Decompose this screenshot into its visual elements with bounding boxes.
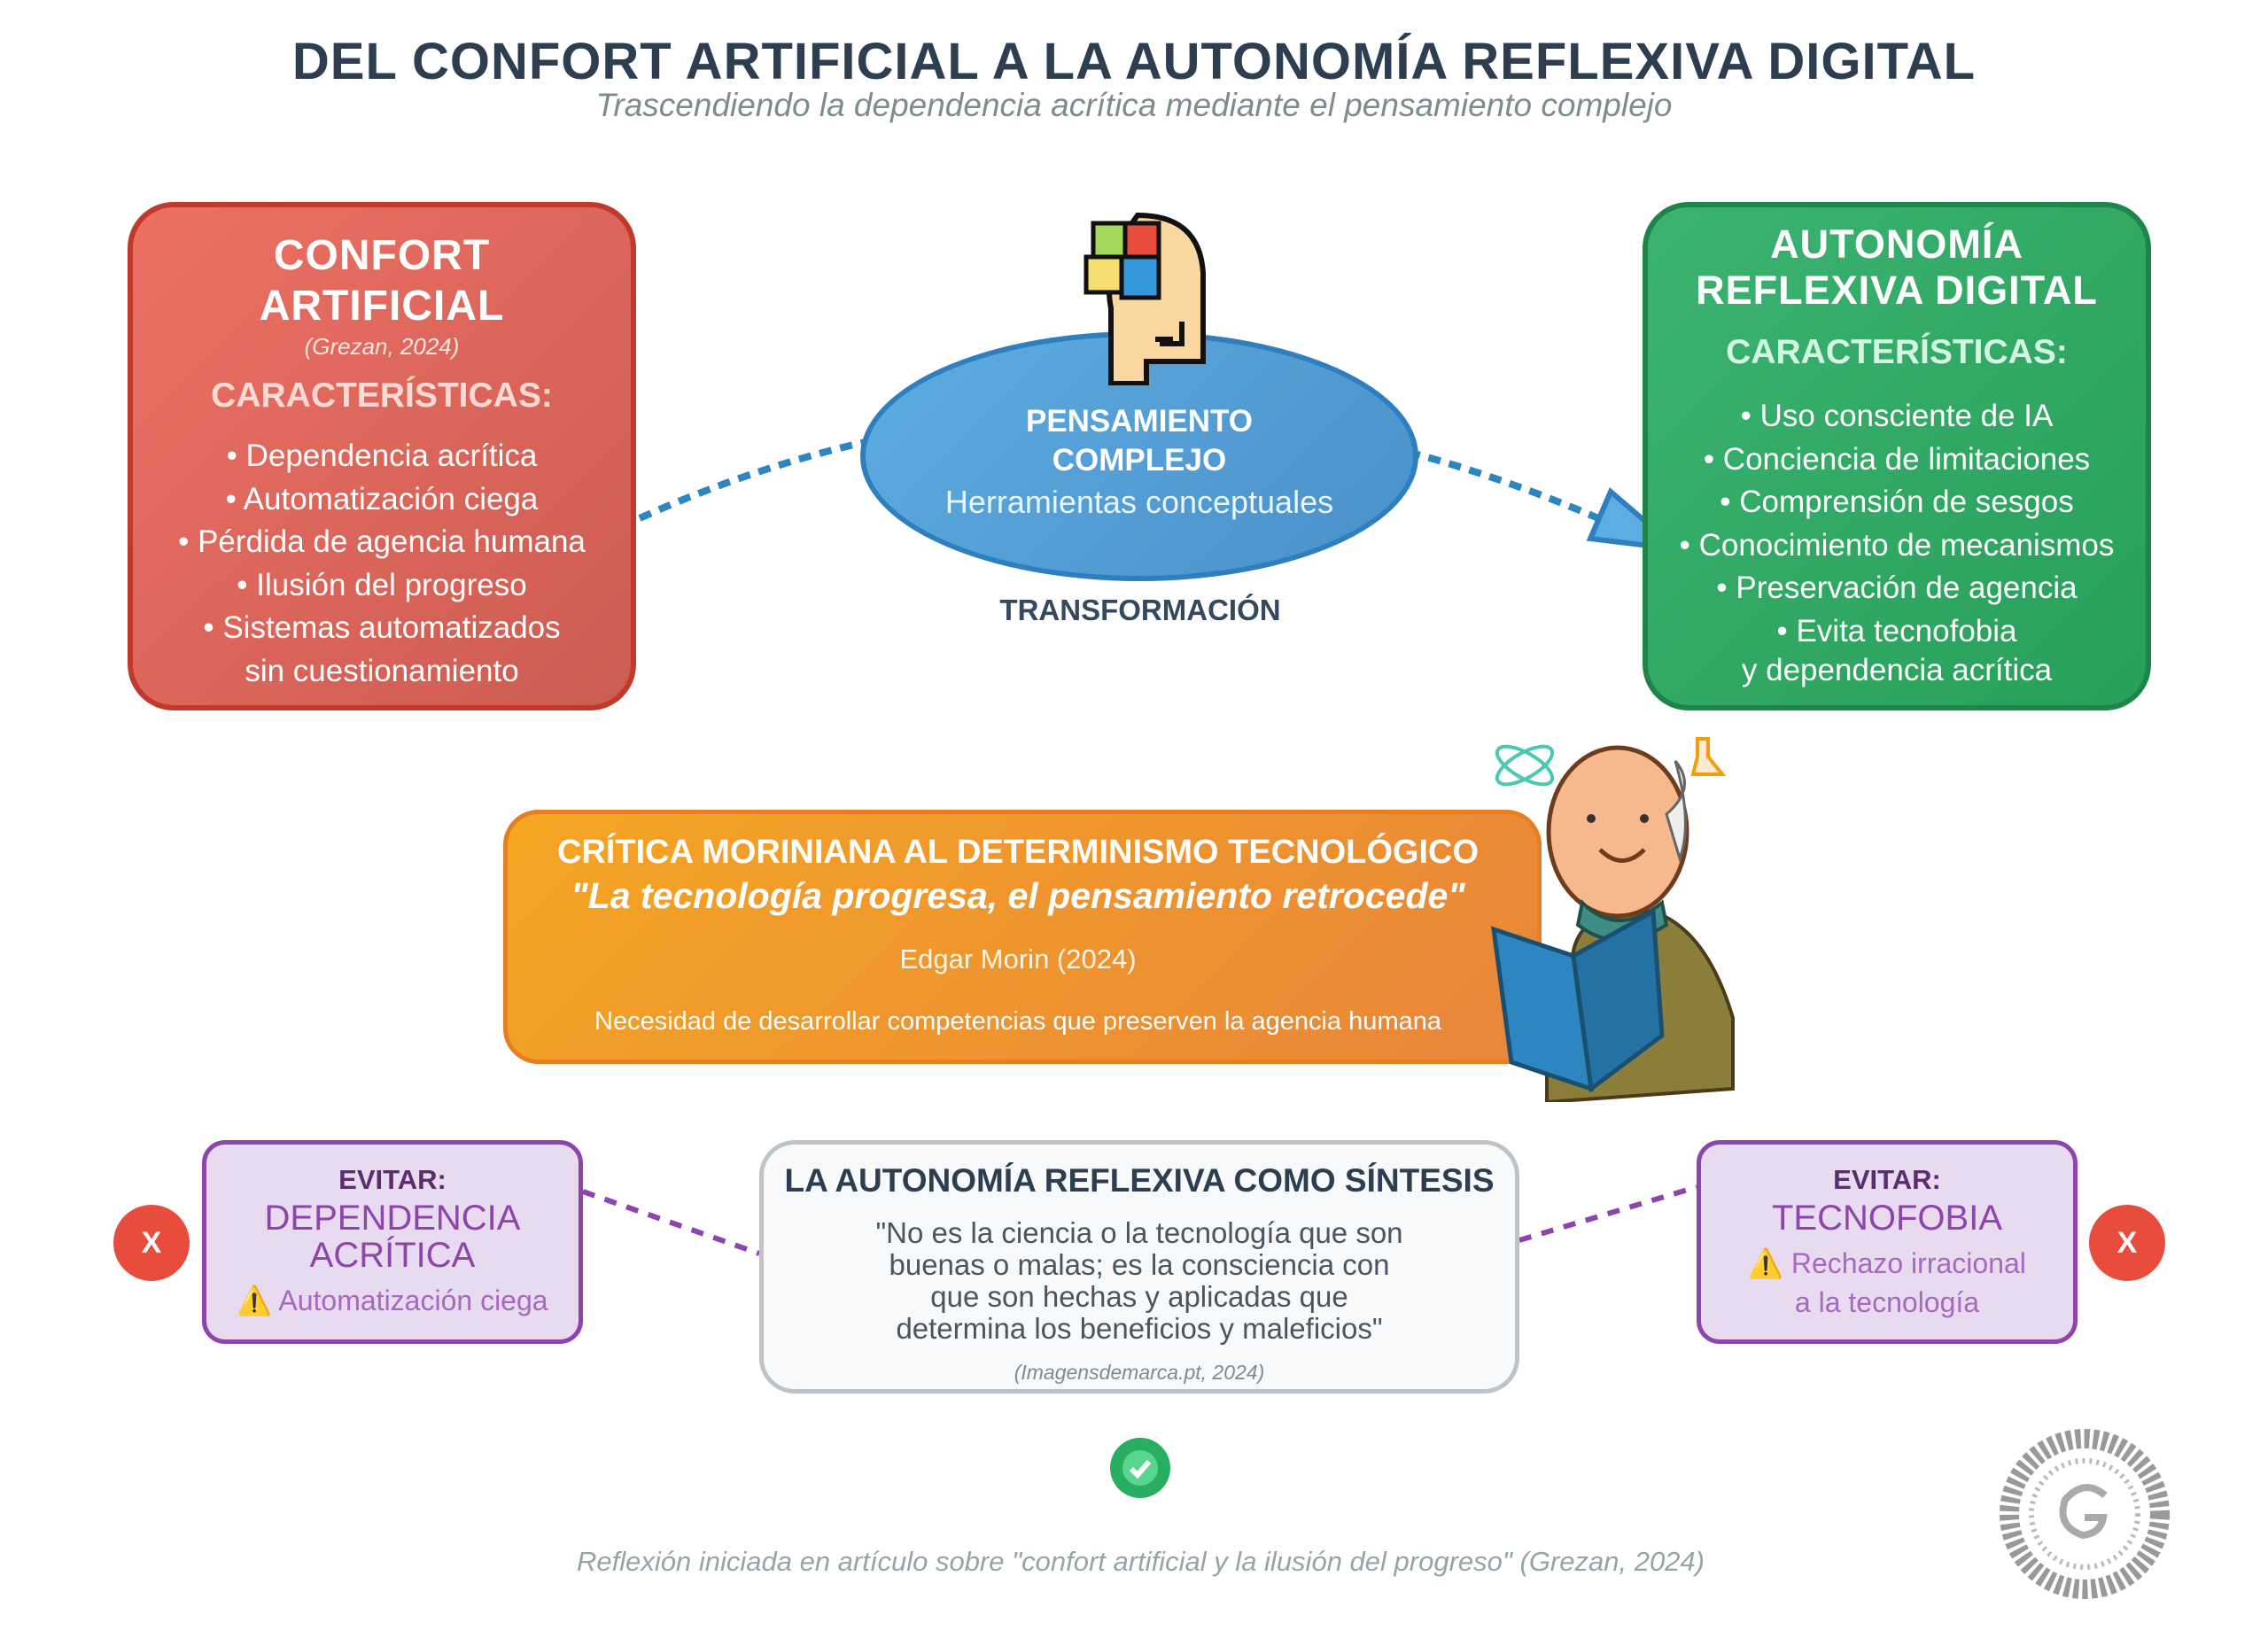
confort-artificial-box: CONFORT ARTIFICIAL (Grezan, 2024) CARACT… bbox=[128, 202, 636, 710]
footer-note: Reflexión iniciada en artículo sobre "co… bbox=[577, 1546, 1705, 1577]
page-subtitle: Trascendiendo la dependencia acrítica me… bbox=[595, 87, 1673, 123]
box-title: REFLEXIVA DIGITAL bbox=[1696, 268, 2098, 313]
avoid-title: TECNOFOBIA bbox=[1771, 1199, 2003, 1238]
critique-quote: "La tecnología progresa, el pensamiento … bbox=[571, 875, 1465, 916]
logo-seal bbox=[2000, 1429, 2170, 1599]
list-item: • Conocimiento de mecanismos bbox=[1679, 527, 2115, 563]
warning-icon: ⚠️ bbox=[237, 1285, 273, 1316]
dashed-line-right bbox=[1518, 1184, 1697, 1243]
list-item: • Automatización ciega bbox=[225, 481, 539, 516]
citation: (Grezan, 2024) bbox=[304, 333, 460, 360]
transformation-label: TRANSFORMACIÓN bbox=[999, 594, 1281, 626]
synthesis-box: LA AUTONOMÍA REFLEXIVA COMO SÍNTESIS "No… bbox=[759, 1140, 1519, 1393]
autonomia-reflexiva-box: AUTONOMÍA REFLEXIVA DIGITAL CARACTERÍSTI… bbox=[1643, 202, 2151, 710]
page-title: DEL CONFORT ARTIFICIAL A LA AUTONOMÍA RE… bbox=[291, 33, 1977, 90]
list-item: • Pérdida de agencia humana bbox=[178, 524, 586, 559]
x-icon: X bbox=[113, 1205, 190, 1281]
list-item: • Ilusión del progreso bbox=[237, 567, 527, 602]
list-item: • Evita tecnofobia bbox=[1776, 613, 2017, 648]
head-puzzle-icon bbox=[1084, 212, 1206, 385]
ellipse-subtitle: Herramientas conceptuales bbox=[944, 484, 1334, 520]
list-item: • Uso consciente de IA bbox=[1740, 399, 2054, 433]
old-man-reading-illustration bbox=[1490, 737, 1735, 1102]
characteristics-heading: CARACTERÍSTICAS: bbox=[211, 377, 553, 415]
avoid-label: EVITAR: bbox=[338, 1164, 447, 1195]
box-title: AUTONOMÍA bbox=[1770, 221, 2023, 267]
box-title: CONFORT bbox=[273, 232, 491, 279]
critique-author: Edgar Morin (2024) bbox=[899, 943, 1137, 974]
list-item: • Sistemas automatizados bbox=[203, 610, 561, 645]
critique-title: CRÍTICA MORINIANA AL DETERMINISMO TECNOL… bbox=[556, 834, 1480, 871]
list-item: y dependencia acrítica bbox=[1741, 653, 2053, 687]
synthesis-quote: "No es la ciencia o la tecnología que so… bbox=[875, 1216, 1403, 1345]
avoid-tecnofobia-box: EVITAR: TECNOFOBIA ⚠️ Rechazo irracional… bbox=[1697, 1140, 2078, 1344]
list-item: sin cuestionamiento bbox=[245, 653, 519, 688]
critique-note: Necesidad de desarrollar competencias qu… bbox=[594, 1007, 1441, 1036]
avoid-label: EVITAR: bbox=[1833, 1164, 1941, 1195]
list-item: • Dependencia acrítica bbox=[226, 439, 538, 473]
list-item: • Preservación de agencia bbox=[1716, 571, 2078, 605]
characteristics-heading: CARACTERÍSTICAS: bbox=[1726, 333, 2068, 371]
box-title: ARTIFICIAL bbox=[259, 283, 505, 330]
critique-box: CRÍTICA MORINIANA AL DETERMINISMO TECNOL… bbox=[503, 810, 1542, 1064]
list-item: • Conciencia de limitaciones bbox=[1703, 441, 2091, 477]
warning-icon: ⚠️ bbox=[1748, 1247, 1783, 1279]
list-item: • Comprensión de sesgos bbox=[1720, 485, 2074, 519]
synthesis-citation: (Imagensdemarca.pt, 2024) bbox=[1014, 1361, 1265, 1384]
x-icon: X bbox=[2089, 1205, 2165, 1281]
check-icon bbox=[1110, 1438, 1170, 1498]
warning-text: ⚠️ Automatización ciega bbox=[237, 1285, 548, 1316]
dashed-line-left bbox=[582, 1189, 760, 1256]
synthesis-title: LA AUTONOMÍA REFLEXIVA COMO SÍNTESIS bbox=[784, 1162, 1495, 1199]
